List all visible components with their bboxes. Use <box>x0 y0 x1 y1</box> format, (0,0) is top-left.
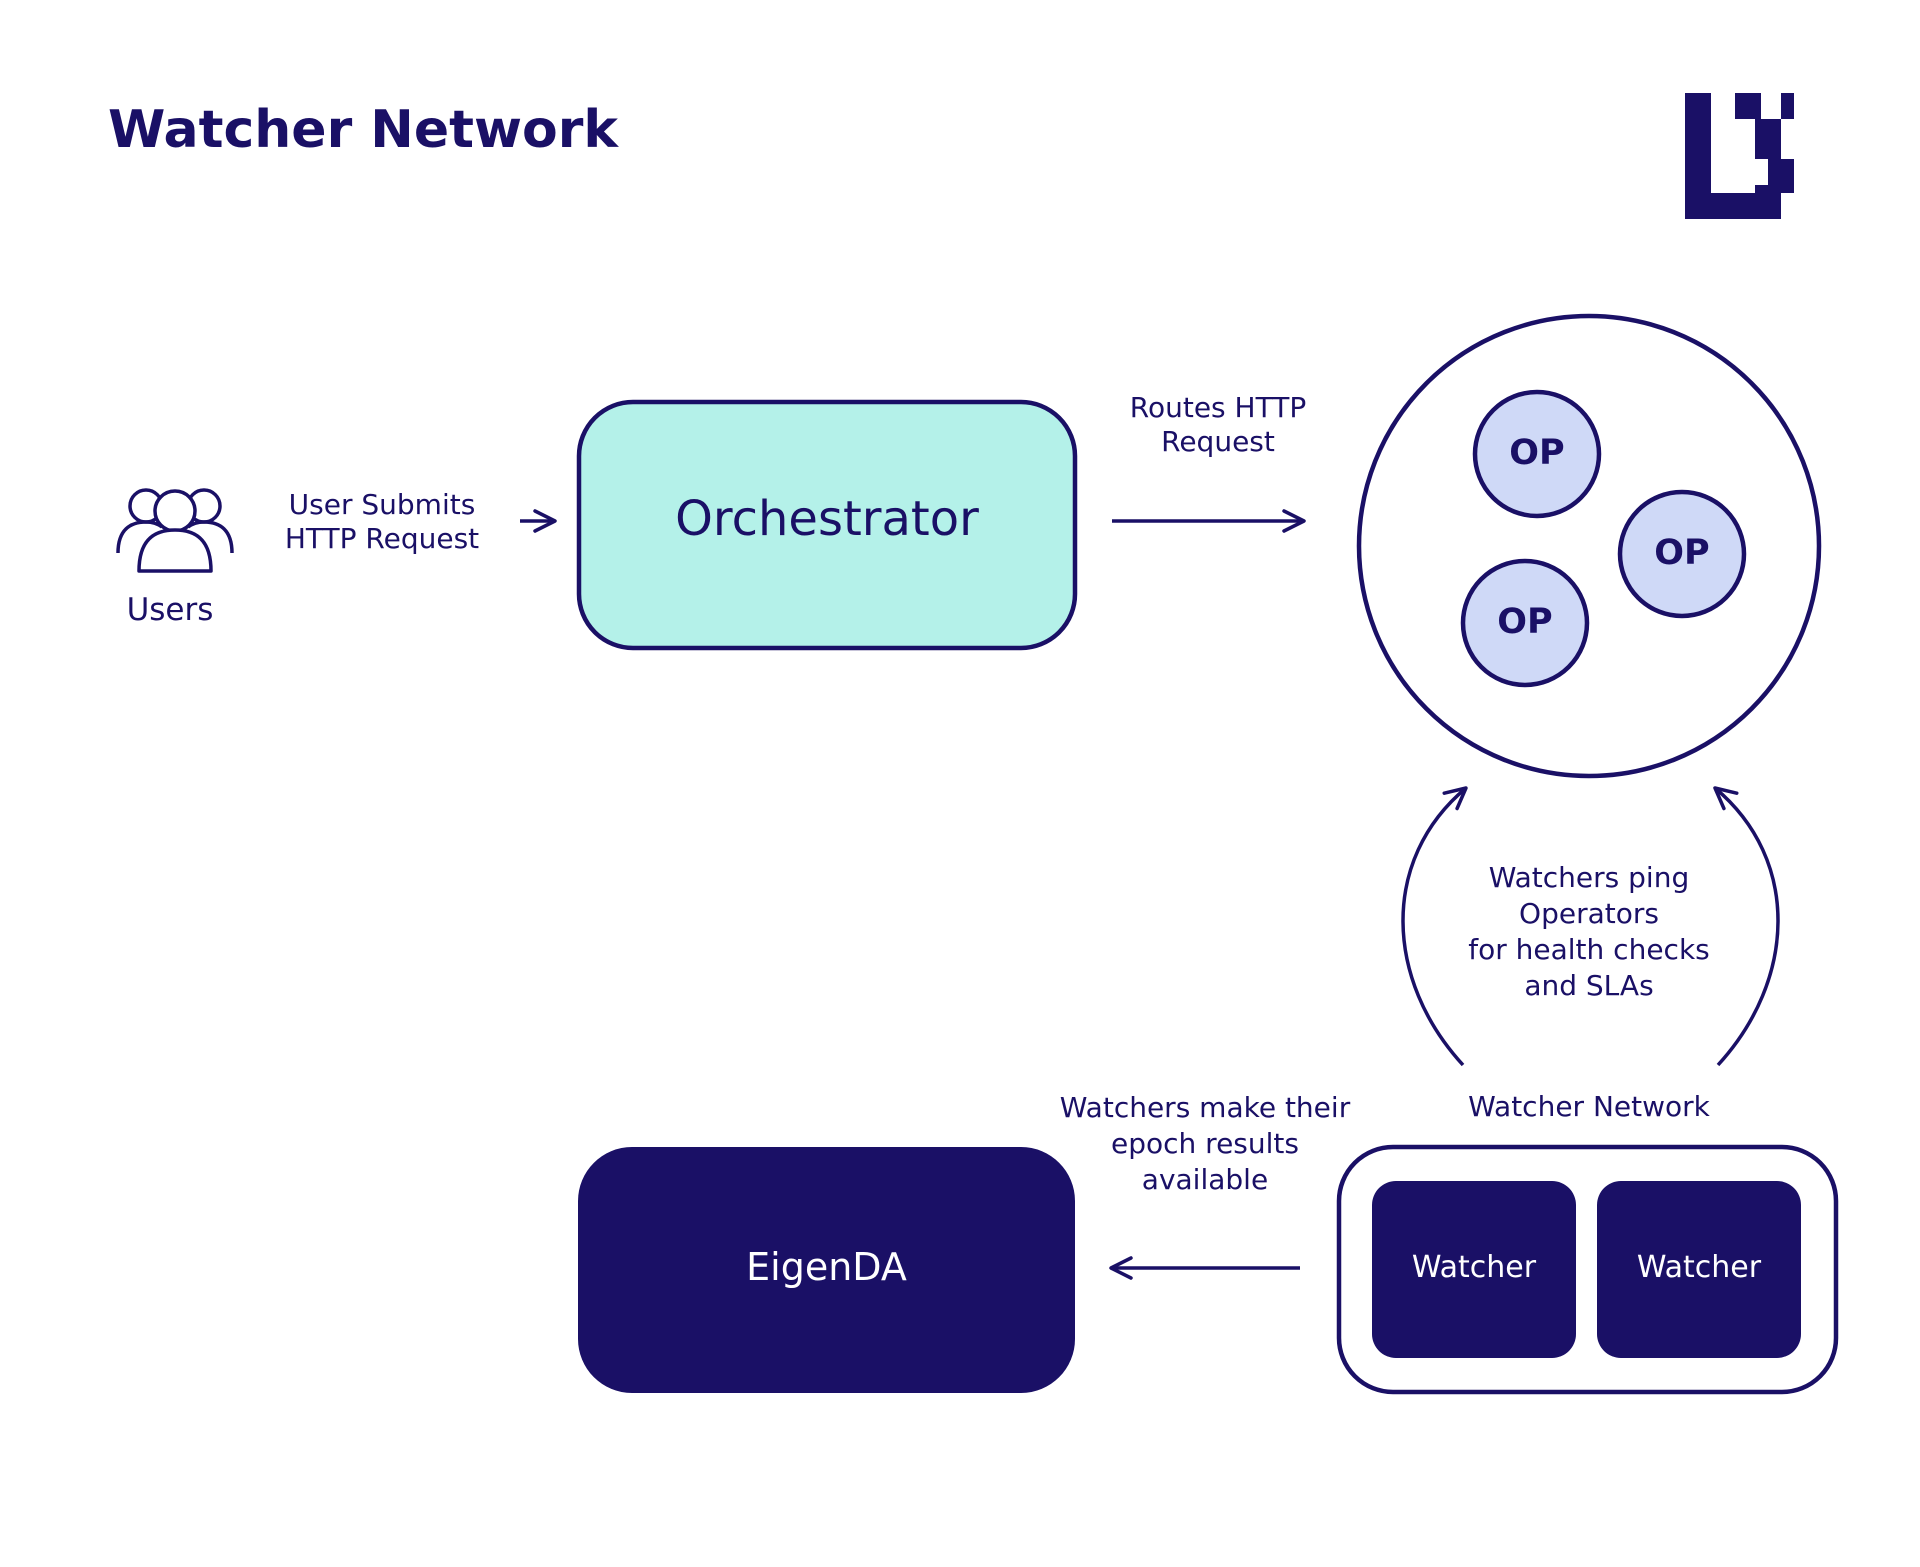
edge-label-user-submits: User Submits HTTP Request <box>262 488 502 556</box>
brand-logo-icon <box>1685 93 1794 219</box>
arrow-ping-left <box>1401 786 1468 1067</box>
orchestrator-label: Orchestrator <box>675 491 979 547</box>
orchestrator-box <box>576 399 1078 651</box>
page-title: Watcher Network <box>108 100 618 160</box>
eigenda-label: EigenDA <box>746 1245 907 1289</box>
operator-node-3 <box>1460 558 1590 688</box>
operator-node-2 <box>1617 489 1747 619</box>
edge-label-line: for health checks <box>1468 933 1710 966</box>
operator-label: OP <box>1509 433 1565 473</box>
operator-label: OP <box>1654 533 1710 573</box>
edge-label-line: HTTP Request <box>284 522 480 556</box>
edge-label-line: User Submits <box>288 488 476 521</box>
watcher-label: Watcher <box>1636 1250 1762 1285</box>
users-label: Users <box>126 592 214 628</box>
watcher-node-1 <box>1372 1181 1576 1358</box>
arrow-ping-right <box>1713 786 1780 1067</box>
edge-label-line: and SLAs <box>1524 969 1654 1002</box>
operator-node-1 <box>1472 389 1602 519</box>
operator-label: OP <box>1497 602 1553 642</box>
edge-label-watchers-ping: Watchers ping Operators for health check… <box>1449 860 1729 1004</box>
edge-label-line: epoch results <box>1111 1127 1299 1160</box>
edge-label-routes: Routes HTTP Request <box>1098 391 1338 459</box>
watcher-node-2 <box>1597 1181 1801 1358</box>
watcher-label: Watcher <box>1411 1250 1537 1285</box>
edge-label-line: available <box>1141 1163 1269 1196</box>
watcher-network-label: Watcher Network <box>1468 1090 1710 1123</box>
eigenda-box <box>578 1147 1075 1393</box>
edge-label-epoch-results: Watchers make their epoch results availa… <box>1050 1090 1360 1198</box>
edge-label-line: Routes HTTP <box>1129 391 1307 424</box>
operator-pool-circle <box>1356 313 1822 779</box>
users-group-icon <box>116 488 234 573</box>
edge-label-line: Request <box>1161 425 1275 459</box>
edge-label-line: Operators <box>1519 897 1659 930</box>
edge-label-line: Watchers ping <box>1488 861 1690 894</box>
edge-label-line: Watchers make their <box>1059 1091 1351 1124</box>
